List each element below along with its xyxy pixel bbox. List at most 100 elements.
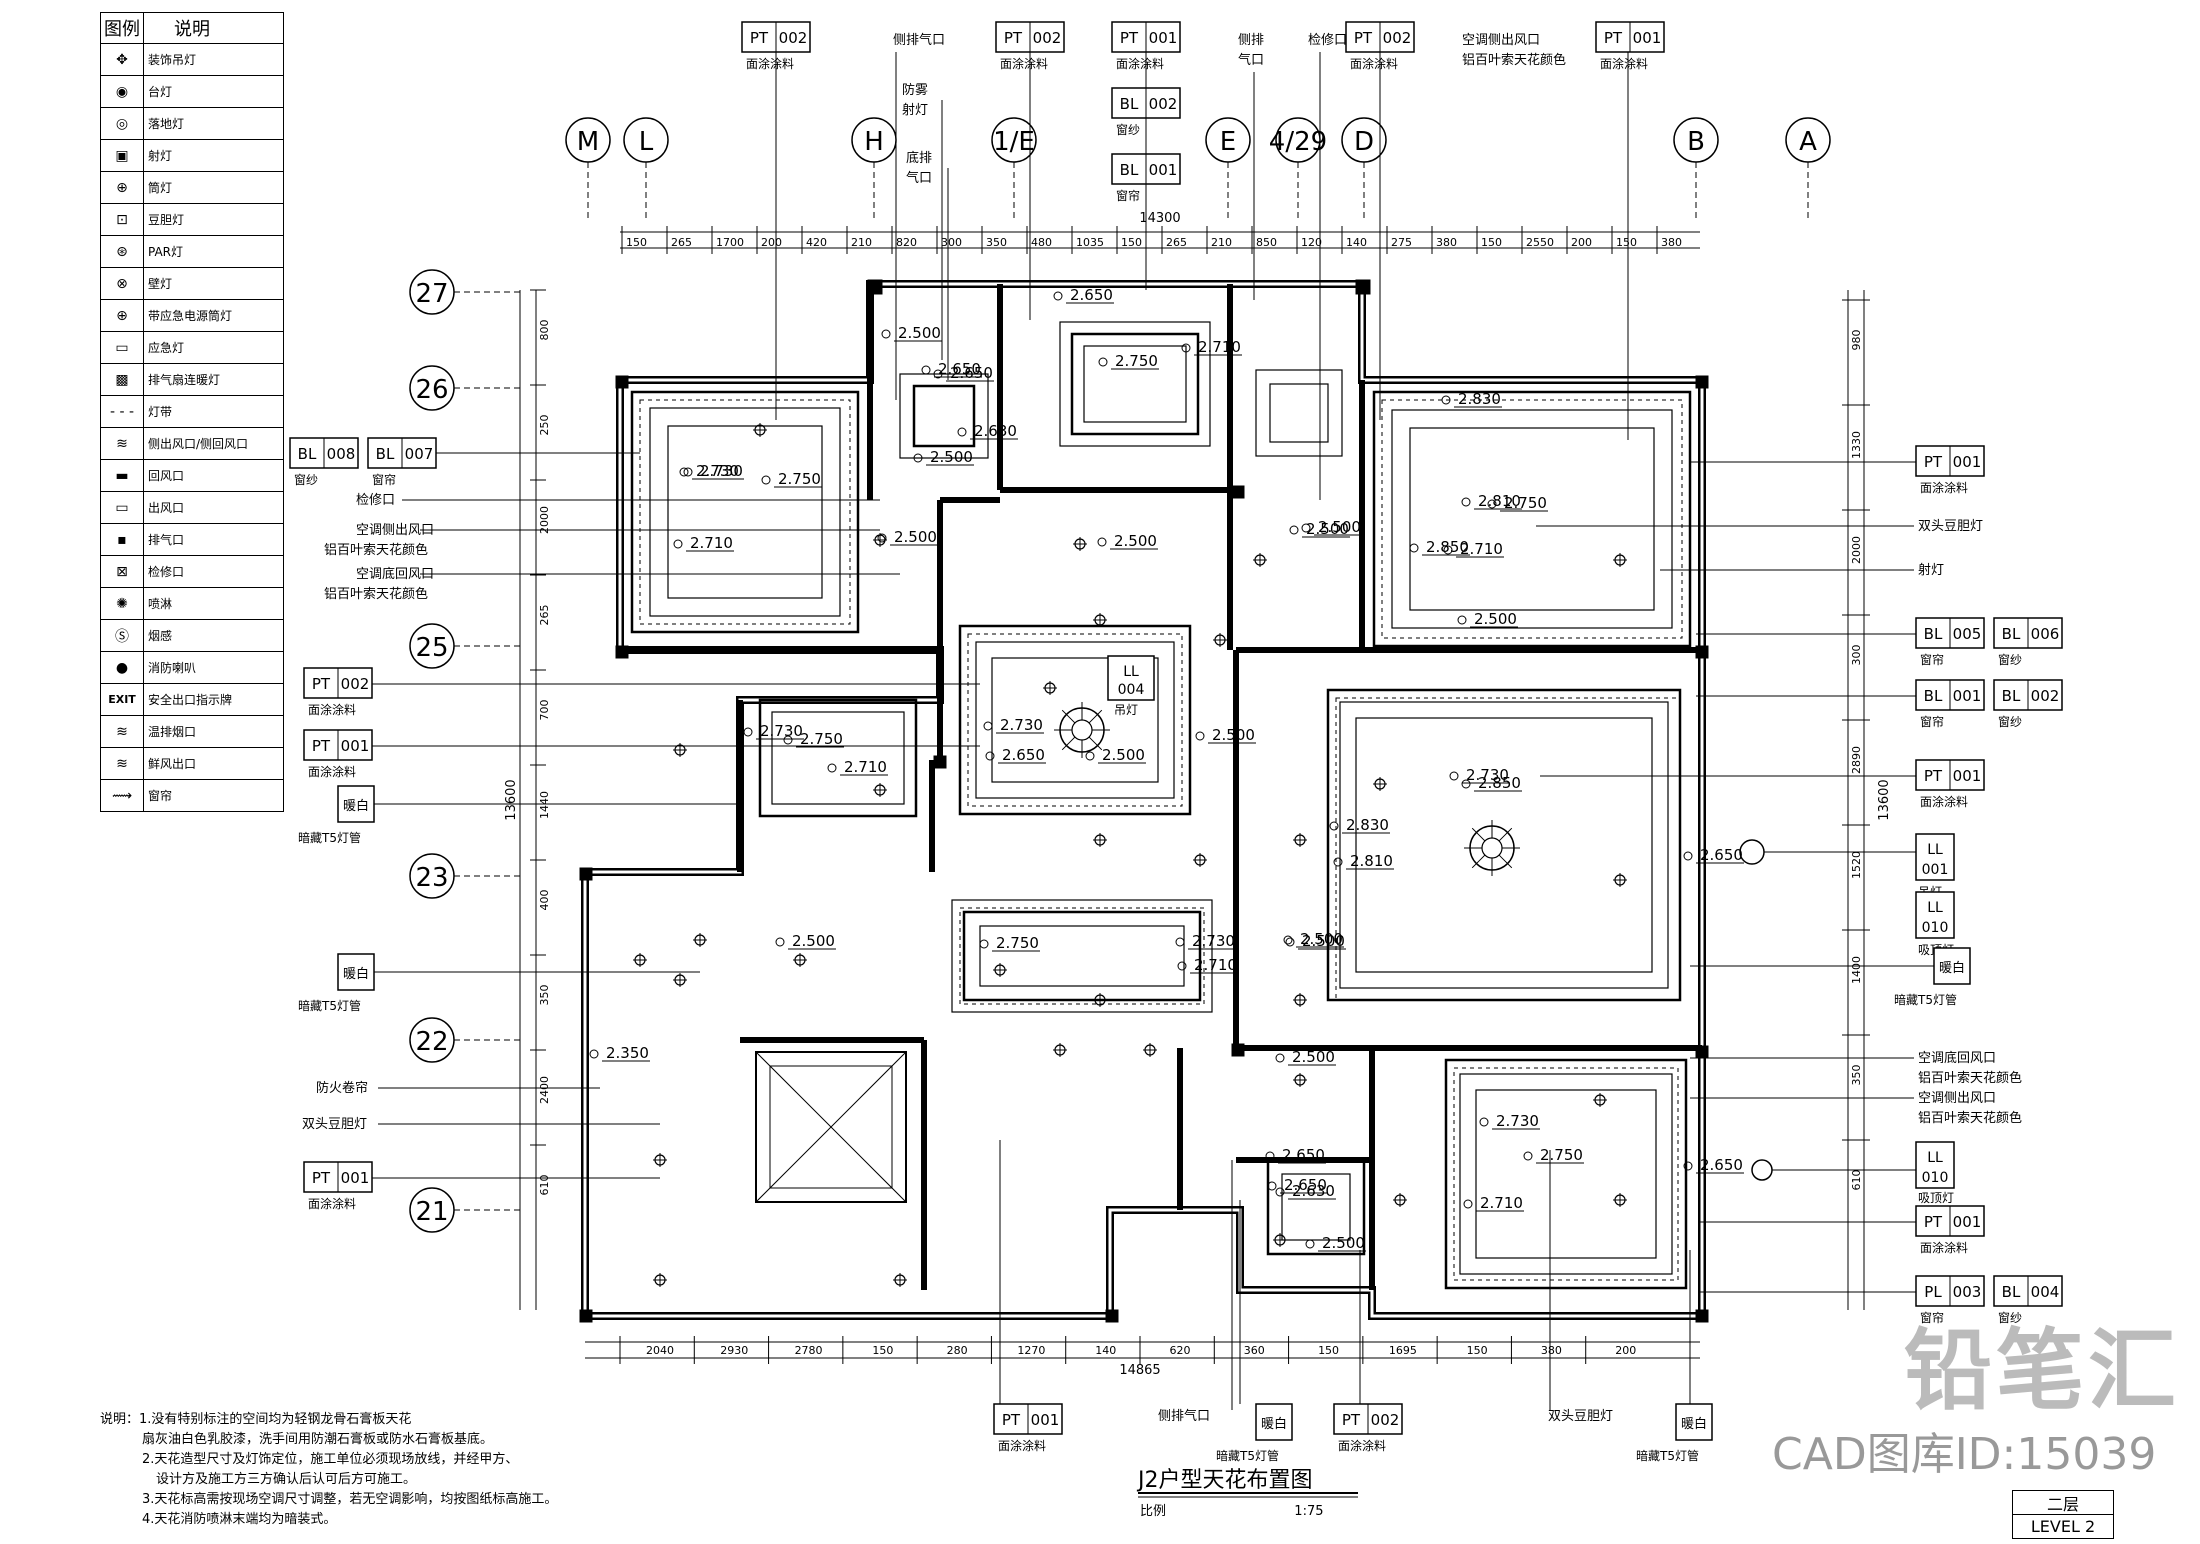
exhaust-heater-icon: ▩ [101,364,144,395]
callout-label: 防雾 [902,82,928,98]
callout-label: 铝百叶索天花颜色 [1462,52,1566,68]
material-number: 003 [1953,1283,1982,1301]
dimension-segment: 2890 [1850,746,1863,774]
material-number: 002 [1383,29,1412,47]
material-number: 002 [1033,29,1062,47]
elevation-marker [1441,395,1451,405]
material-code: BL [1924,625,1943,643]
lighting-tag-label: 暖白 [1681,1416,1707,1432]
grid-label-column: A [1799,127,1817,157]
fresh-air-icon: ≋ [101,748,144,779]
ceiling-height-label: 2.710 [1194,956,1237,974]
dimension-segment: 1330 [1850,431,1863,459]
grid-label-column: L [639,127,654,157]
lighting-tag-label: 暖白 [1939,960,1965,976]
material-note: 面涂涂料 [308,1196,356,1211]
ceiling-height-label: 2.730 [760,722,803,740]
legend-label: 烟感 [148,629,173,643]
light-strip-icon: - - - [101,396,144,427]
elevation-marker [783,735,793,745]
ceiling-coffer [1281,1173,1351,1241]
material-code: PT [312,1169,331,1187]
ceiling-height-label: 2.500 [1302,932,1345,950]
ceiling-height-label: 2.500 [1306,520,1349,538]
material-note: 窗纱 [1998,715,2022,729]
ceiling-height-label: 2.500 [1212,726,1255,744]
lighting-tag-note: 暗藏T5灯管 [298,830,361,845]
grid-label-row: 23 [415,863,448,893]
legend-header-desc: 说明 [174,19,210,40]
material-note: 面涂涂料 [998,1438,1046,1453]
elevation-marker [1305,1239,1315,1249]
legend-label: 排气扇连暖灯 [148,373,221,387]
legend-row: ⊗壁灯 [101,268,283,300]
structural-column [615,645,629,659]
dimension-segment: 420 [806,236,827,249]
ceiling-height-label: 2.650 [1070,286,1113,304]
material-note: 窗帘 [1920,1310,1944,1325]
ceiling-height-label: 2.730 [1496,1112,1539,1130]
dimension-segment: 140 [1346,236,1367,249]
material-number: 001 [1953,1213,1982,1231]
dimension-segment: 150 [1318,1344,1339,1357]
dimension-segment: 200 [761,236,782,249]
material-code: BL [2002,625,2021,643]
legend-label: PAR灯 [148,245,184,259]
callout-label: 空调底回风口 [356,566,434,582]
dimension-segment: 350 [538,985,551,1006]
material-number: 002 [779,29,808,47]
ceiling-height-label: 2.500 [898,324,941,342]
legend-label: 消防喇叭 [148,661,197,675]
callout-label: 气口 [906,170,932,186]
ceiling-coffer [1339,701,1669,989]
ceiling-height-label: 2.730 [1192,932,1235,950]
dimension-segment: 620 [1170,1344,1191,1357]
ceiling-height-label: 2.750 [1115,352,1158,370]
note-line: 设计方及施工方三方确认后认可后方可施工。 [156,1472,417,1487]
elevation-marker [1085,751,1095,761]
ceiling-height-label: 2.850 [1478,774,1521,792]
legend-label: 鲜风出口 [148,757,197,771]
ceiling-coffer [1255,369,1343,457]
lighting-tag [337,785,375,823]
ceiling-height-label: 2.710 [1480,1194,1523,1212]
elevation-marker [1523,1151,1533,1161]
ceiling-height-label: 2.500 [1292,1048,1335,1066]
elevation-marker [983,721,993,731]
dimension-segment: 300 [1850,645,1863,666]
dimension-segment: 150 [1481,236,1502,249]
legend-label: 喷淋 [148,597,173,611]
legend-row: ≋侧出风口/侧回风口 [101,428,283,460]
curtain-icon: ⟿ [101,780,144,811]
material-number: 001 [1953,687,1982,705]
legend-label: 台灯 [148,85,173,99]
ceiling-coffer [1409,427,1655,611]
callout-label: 双头豆胆灯 [1548,1409,1613,1424]
callout-label: 检修口 [1308,33,1347,48]
dimension-segment: 200 [1615,1344,1636,1357]
ceiling-height-label: 2.500 [894,528,937,546]
material-code: LL [1927,1150,1943,1166]
chandelier-core [1481,837,1503,859]
lighting-tag-note: 暗藏T5灯管 [1636,1448,1699,1463]
dimension-segment: 1520 [1850,851,1863,879]
material-note: 吊灯 [1114,703,1138,717]
ceiling-height-label: 2.710 [1460,540,1503,558]
ceiling-height-label: 2.730 [1000,716,1043,734]
material-code: PL [1924,1283,1942,1301]
dimension-segment: 2780 [795,1344,823,1357]
ceiling-height-label: 2.650 [1700,1156,1743,1174]
note-line: 3.天花标高需按现场空调尺寸调整，若无空调影响，均按图纸标高施工。 [142,1492,558,1507]
material-note: 面涂涂料 [1000,56,1048,71]
dimension-total: 14300 [1139,211,1180,226]
dimension-segment: 150 [872,1344,893,1357]
dimension-segment: 265 [671,236,692,249]
dimension-segment: 150 [1467,1344,1488,1357]
ceiling-height-label: 2.730 [696,462,739,480]
legend-row: ▬回风口 [101,460,283,492]
lighting-tag [1255,1403,1293,1441]
legend-label: 窗帘 [148,789,173,803]
structural-column [1231,485,1245,499]
callout-label: 空调底回风口 [1918,1050,1996,1066]
